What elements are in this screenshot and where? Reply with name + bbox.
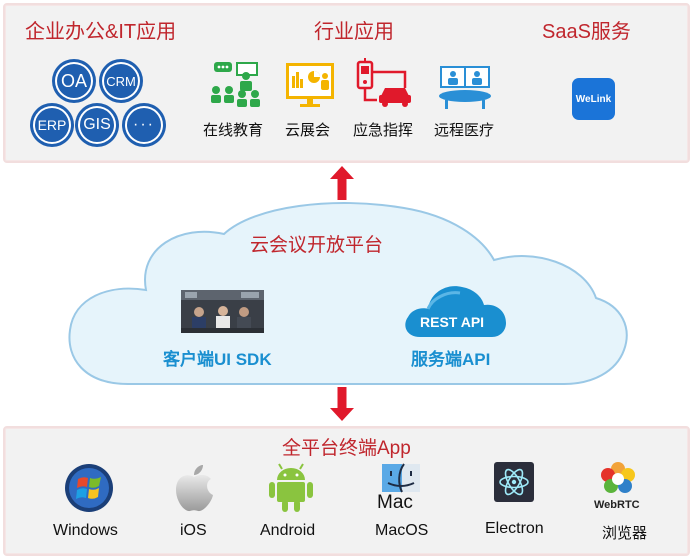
platform-label-macos: MacOS bbox=[375, 522, 429, 539]
platform-label-ios: iOS bbox=[180, 522, 207, 539]
up-arrow-icon bbox=[330, 166, 354, 200]
remote-medical-label: 远程医疗 bbox=[434, 122, 495, 139]
terminal-apps-panel bbox=[3, 426, 690, 556]
emergency-command-label: 应急指挥 bbox=[353, 122, 414, 139]
platform-label-electron: Electron bbox=[485, 520, 544, 537]
enterprise-apps-title: 企业办公&IT应用 bbox=[25, 21, 177, 43]
open-platform-cloud-shape bbox=[68, 202, 628, 385]
oa-badge: OA bbox=[55, 62, 93, 100]
mac-finder-logo-icon bbox=[382, 463, 420, 493]
gis-badge: GIS bbox=[78, 106, 116, 144]
saas-services-title: SaaS服务 bbox=[542, 21, 631, 43]
welink-logo-icon: WeLink bbox=[572, 78, 615, 120]
industry-apps-title: 行业应用 bbox=[314, 21, 394, 43]
online-education-icon bbox=[211, 62, 260, 107]
windows-logo-icon bbox=[65, 464, 113, 512]
client-ui-sdk-label: 客户端UI SDK bbox=[163, 350, 272, 369]
cloud-exhibition-icon bbox=[286, 63, 334, 107]
rest-api-cloud-icon bbox=[405, 286, 506, 337]
erp-badge: ERP bbox=[33, 106, 71, 144]
online-education-label: 在线教育 bbox=[203, 122, 264, 139]
webrtc-logo-icon bbox=[601, 462, 635, 493]
more-badge: ··· bbox=[125, 106, 163, 144]
platform-label-browser: 浏览器 bbox=[602, 525, 648, 542]
open-platform-title: 云会议开放平台 bbox=[250, 235, 384, 256]
welink-logo-text: WeLink bbox=[575, 93, 612, 105]
rest-api-badge-text: REST API bbox=[420, 314, 485, 330]
apple-logo-icon bbox=[176, 465, 213, 512]
platform-label-android: Android bbox=[260, 522, 316, 539]
terminal-apps-title: 全平台终端App bbox=[282, 438, 411, 459]
video-meeting-thumbnail-icon bbox=[181, 290, 264, 333]
platform-label-windows: Windows bbox=[53, 522, 118, 539]
emergency-command-icon bbox=[356, 58, 411, 107]
mac-logo-text: Mac bbox=[377, 492, 413, 513]
crm-badge: CRM bbox=[102, 62, 140, 100]
android-logo-icon bbox=[269, 463, 313, 512]
webrtc-logo-text: WebRTC bbox=[594, 499, 640, 511]
electron-logo-icon bbox=[494, 462, 534, 502]
cloud-exhibition-label: 云展会 bbox=[285, 122, 331, 139]
server-api-label: 服务端API bbox=[411, 350, 491, 369]
remote-medical-icon bbox=[439, 66, 491, 109]
down-arrow-icon bbox=[330, 387, 354, 421]
